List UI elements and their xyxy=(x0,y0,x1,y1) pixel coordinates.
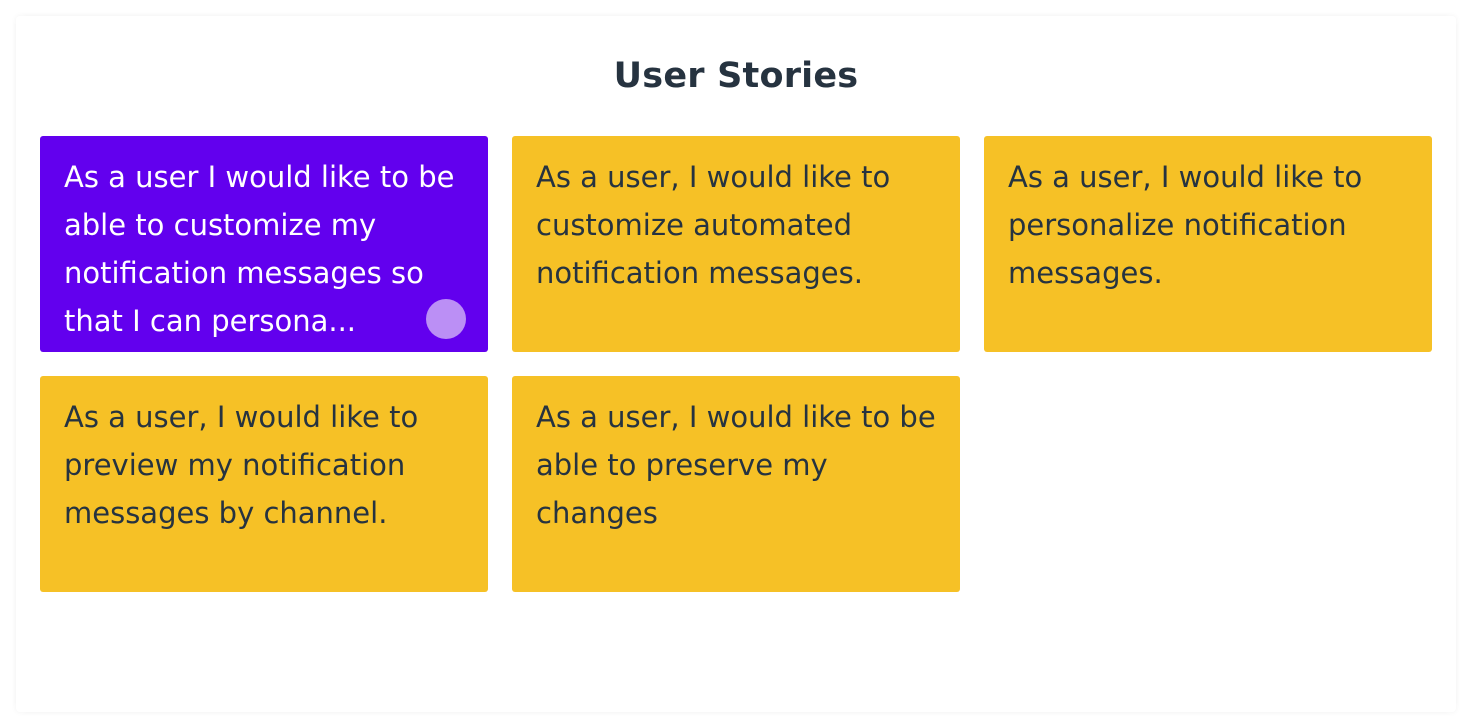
story-card-preview-by-channel[interactable]: As a user, I would like to preview my no… xyxy=(40,376,488,592)
story-card-preserve-changes[interactable]: As a user, I would like to be able to pr… xyxy=(512,376,960,592)
card-grid: As a user I would like to be able to cus… xyxy=(40,136,1432,592)
story-card-customize-personalize[interactable]: As a user I would like to be able to cus… xyxy=(40,136,488,352)
story-card-text: As a user, I would like to be able to pr… xyxy=(536,400,936,530)
story-card-personalize[interactable]: As a user, I would like to personalize n… xyxy=(984,136,1432,352)
story-card-text: As a user, I would like to personalize n… xyxy=(1008,160,1363,290)
story-card-text: As a user I would like to be able to cus… xyxy=(64,160,455,338)
story-card-text: As a user, I would like to preview my no… xyxy=(64,400,419,530)
story-card-text: As a user, I would like to customize aut… xyxy=(536,160,891,290)
user-stories-board: User Stories As a user I would like to b… xyxy=(16,16,1456,712)
presence-indicator xyxy=(426,299,466,339)
story-card-customize-automated[interactable]: As a user, I would like to customize aut… xyxy=(512,136,960,352)
board-title: User Stories xyxy=(613,56,859,96)
